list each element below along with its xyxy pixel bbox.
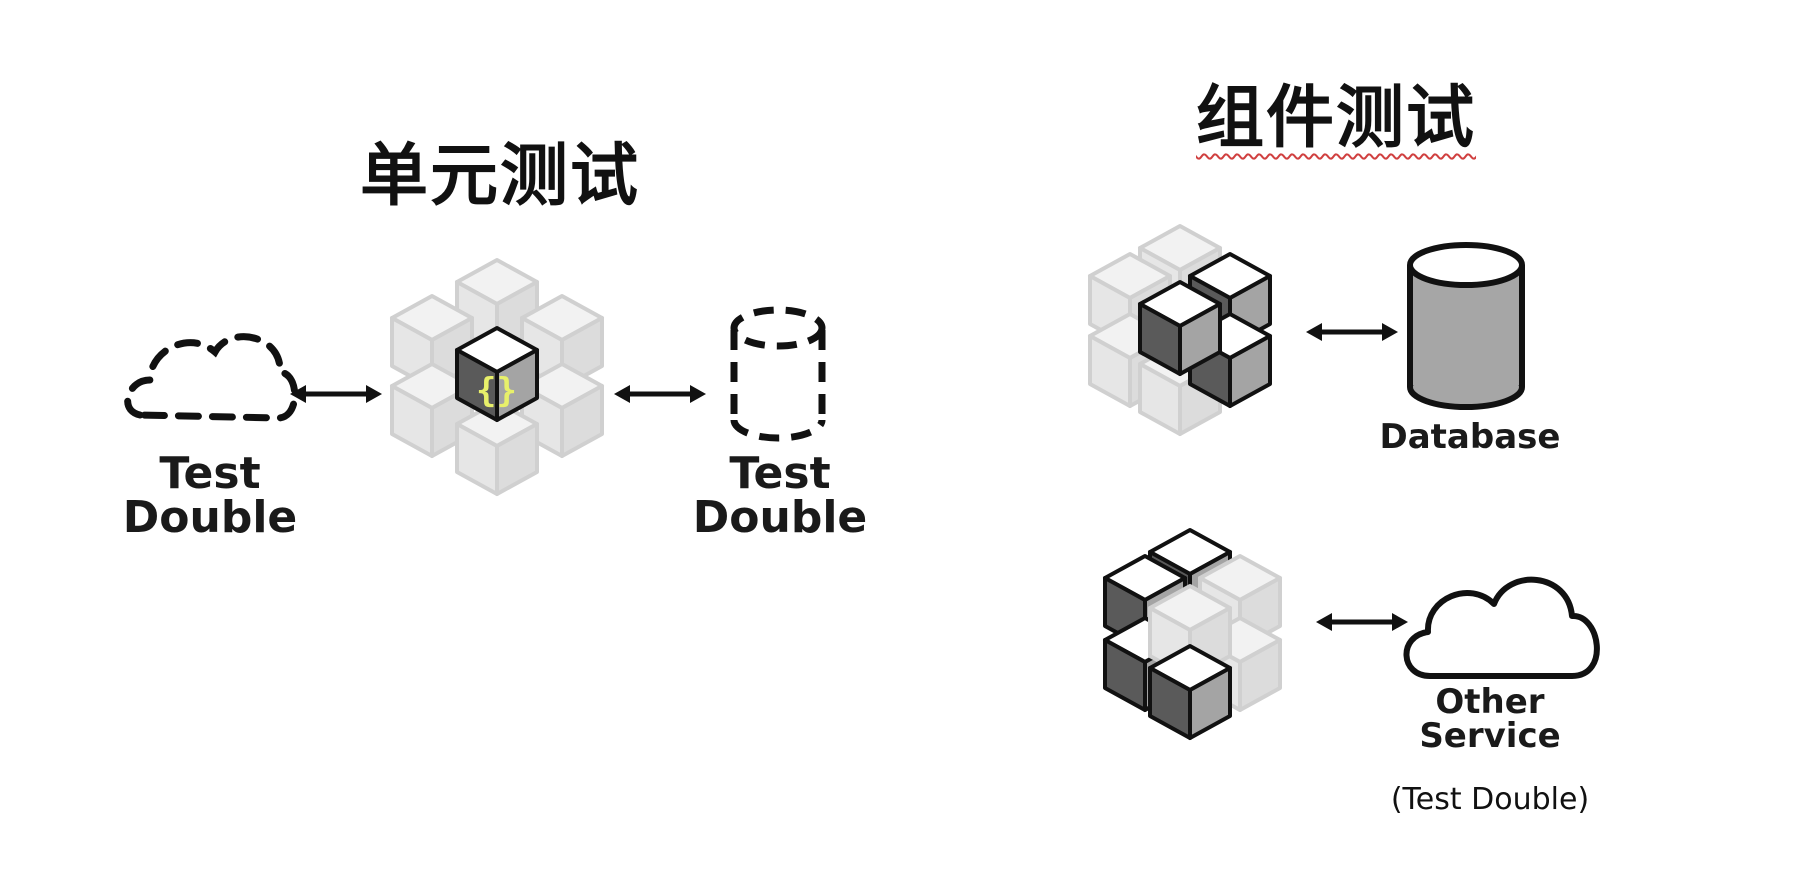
component-testing-title: 组件测试 [1196,79,1477,158]
other-service-label: Other Service [1400,685,1580,753]
right-test-double-label: Test Double [690,452,870,540]
label-line: Test [159,448,261,499]
unit-testing-title: 单元测试 [360,137,641,216]
double-arrow-icon [1306,323,1398,341]
component-cube-grid-icon [1103,528,1282,740]
label-line: Service [1419,716,1561,756]
cloud-dashed-icon [124,333,299,422]
database-dashed-icon [730,306,826,442]
label-line: Test [729,448,831,499]
double-arrow-icon [290,385,382,403]
double-arrow-icon [1316,613,1408,631]
label-line: Double [122,492,298,543]
component-cube-grid-icon [1088,224,1272,436]
label-line: Other [1435,682,1545,722]
code-glyph: {} [476,371,517,411]
code-cube-icon: {} [455,326,539,422]
label-line: Double [692,492,868,543]
cloud-icon [1403,576,1600,679]
left-test-double-label: Test Double [120,452,300,540]
database-label: Database [1379,417,1561,457]
database-icon [1407,242,1525,410]
test-double-note: (Test Double) [1390,782,1590,817]
double-arrow-icon [614,385,706,403]
